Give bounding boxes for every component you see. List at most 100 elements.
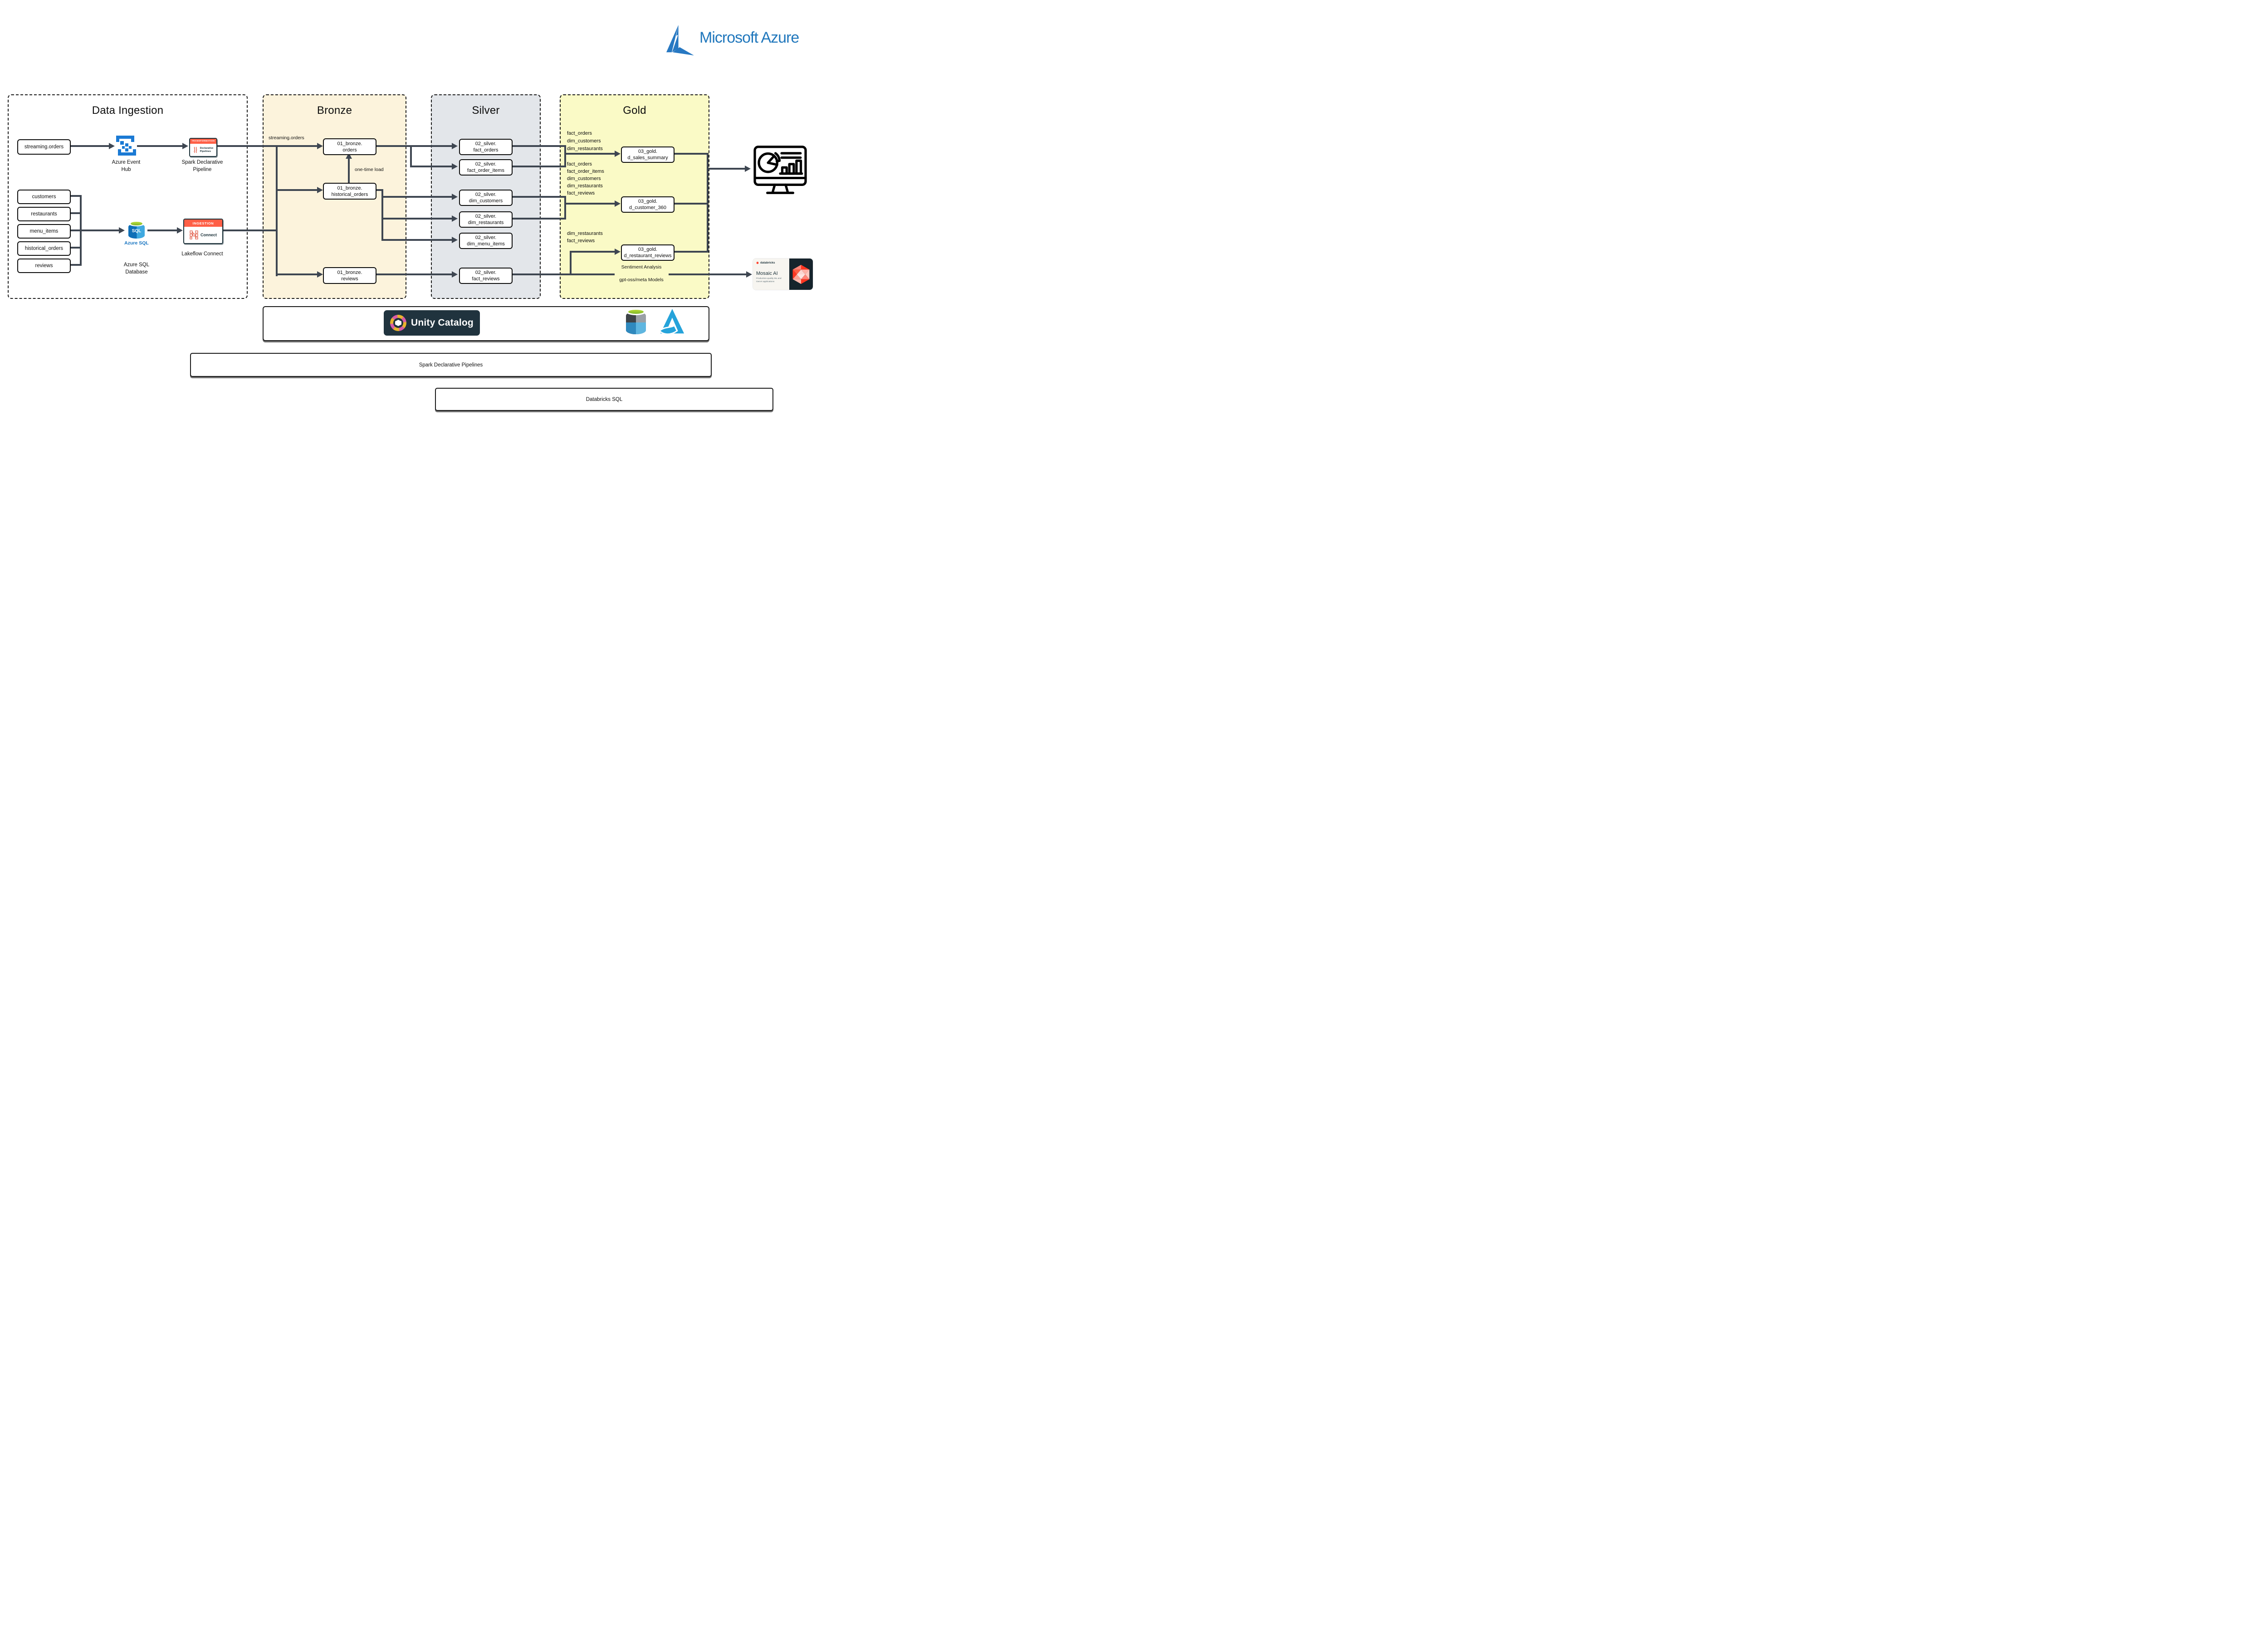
table-label-line2: dim_customers (469, 198, 503, 204)
flow-arrow (182, 143, 188, 149)
sentiment-analysis-label: Sentiment Analysis (621, 264, 662, 270)
flow-line (571, 251, 615, 253)
table-label-line2: fact_order_items (467, 168, 504, 173)
table-gold-d-sales-summary: 03_gold. d_sales_summary (621, 146, 675, 163)
gold-input-item: dim_customers (567, 138, 601, 144)
flow-arrow (615, 200, 621, 207)
table-label-line1: 03_gold. (638, 247, 658, 252)
flow-arrow (452, 271, 458, 278)
gold-input-item: dim_restaurants (567, 146, 603, 151)
flow-line (707, 153, 709, 253)
table-label-line1: 02_silver. (475, 235, 497, 240)
table-bronze-historical-orders: 01_bronze. historical_orders (323, 183, 376, 200)
flow-arrow (119, 227, 125, 234)
spark-pipelines-bar-label: Spark Declarative Pipelines (419, 362, 483, 368)
mosaic-subtitle-line1: Production-quality ML and (756, 278, 782, 280)
source-historical-orders: historical_orders (17, 241, 71, 256)
azure-sql-label-line2: Database (125, 269, 148, 275)
azure-sql-label-line1: Azure SQL (123, 262, 150, 268)
flow-line (375, 145, 452, 147)
source-label: customers (32, 194, 56, 200)
flow-line (221, 229, 278, 231)
databricks-brand-text: databricks (760, 261, 775, 264)
event-hub-label-line2: Hub (121, 167, 131, 172)
source-label: historical_orders (24, 246, 64, 251)
spark-label-line2: Pipeline (193, 167, 212, 172)
azure-triangle-icon (666, 25, 694, 56)
flow-arrow (317, 271, 323, 278)
flow-line (69, 195, 82, 197)
flow-line (381, 196, 452, 198)
flow-line (69, 145, 109, 147)
table-label-line1: 02_silver. (475, 270, 497, 275)
gold-input-item: dim_restaurants (567, 183, 603, 189)
table-label-line1: 01_bronze. (337, 185, 362, 191)
flow-arrow (615, 151, 621, 157)
flow-line (277, 189, 317, 191)
table-label-line2: fact_orders (473, 147, 499, 153)
ingestion-card-header: INGESTION (184, 220, 222, 227)
table-label-line1: 02_silver. (475, 214, 497, 219)
flow-line (410, 145, 412, 167)
source-label: streaming.orders (24, 144, 64, 150)
table-label-line2: reviews (341, 276, 358, 282)
flow-line (381, 189, 383, 241)
source-streaming-orders: streaming.orders (17, 139, 71, 155)
flow-arrow (317, 187, 323, 193)
flow-line (348, 158, 350, 183)
source-label: reviews (35, 263, 53, 268)
panel-title-silver: Silver (472, 104, 500, 117)
flow-line (673, 251, 709, 253)
source-label: restaurants (31, 211, 57, 217)
flow-line (381, 218, 452, 220)
table-label-line1: 02_silver. (475, 161, 497, 167)
lakeflow-connect-icon (190, 230, 198, 239)
flow-line (565, 153, 615, 155)
mosaic-subtitle-line2: GenAI applications (756, 280, 775, 283)
table-silver-dim-menu-items: 02_silver. dim_menu_items (459, 233, 513, 249)
unity-catalog-label: Unity Catalog (411, 317, 474, 328)
flow-line (276, 145, 278, 276)
flow-arrow (746, 271, 752, 278)
source-restaurants: restaurants (17, 207, 71, 221)
table-label-line2: orders (342, 147, 357, 153)
gold-input-item: fact_reviews (567, 238, 595, 244)
gold-input-item: fact_orders (567, 131, 592, 136)
flow-arrow (109, 143, 115, 149)
table-silver-dim-restaurants: 02_silver. dim_restaurants (459, 211, 513, 228)
flow-arrow (452, 163, 458, 170)
mosaic-hexagon-icon (792, 264, 810, 284)
flow-line (673, 153, 709, 155)
gold-input-item: fact_order_items (567, 169, 604, 174)
table-label-line2: dim_restaurants (468, 220, 504, 225)
databricks-sql-bar-label: Databricks SQL (586, 396, 623, 402)
table-label-line2: d_restaurant_reviews (624, 253, 672, 259)
flow-line (570, 251, 572, 275)
table-silver-fact-orders: 02_silver. fact_orders (459, 139, 513, 155)
flow-line (669, 273, 747, 275)
table-label-line2: d_customer_360 (629, 205, 666, 210)
azure-event-hub-icon (116, 136, 136, 156)
diagram-canvas: Microsoft Azure Data Ingestion Bronze Si… (0, 0, 821, 413)
flow-line (69, 212, 82, 214)
event-hub-label-line1: Azure Event (112, 160, 141, 165)
gold-input-item: fact_orders (567, 161, 592, 167)
table-bronze-reviews: 01_bronze. reviews (323, 267, 376, 284)
spark-pipelines-bar: Spark Declarative Pipelines (190, 353, 712, 377)
flow-line (511, 273, 615, 275)
flow-arrow (177, 227, 183, 234)
card-body-line1: Declarative (200, 146, 214, 150)
panel-title-bronze: Bronze (317, 104, 352, 117)
source-reviews: reviews (17, 259, 71, 273)
flow-line (381, 239, 452, 241)
flow-line (565, 203, 615, 205)
card-body-line2: Pipelines (200, 150, 211, 153)
declarative-pipelines-icon (194, 146, 197, 153)
flow-line (564, 145, 566, 167)
table-label-line2: dim_menu_items (467, 241, 505, 247)
flow-line (147, 229, 177, 231)
azure-logo: Microsoft Azure (663, 24, 817, 59)
table-silver-fact-order-items: 02_silver. fact_order_items (459, 159, 513, 176)
table-label-line1: 01_bronze. (337, 269, 362, 275)
ingestion-card-body: Connect (200, 233, 217, 237)
